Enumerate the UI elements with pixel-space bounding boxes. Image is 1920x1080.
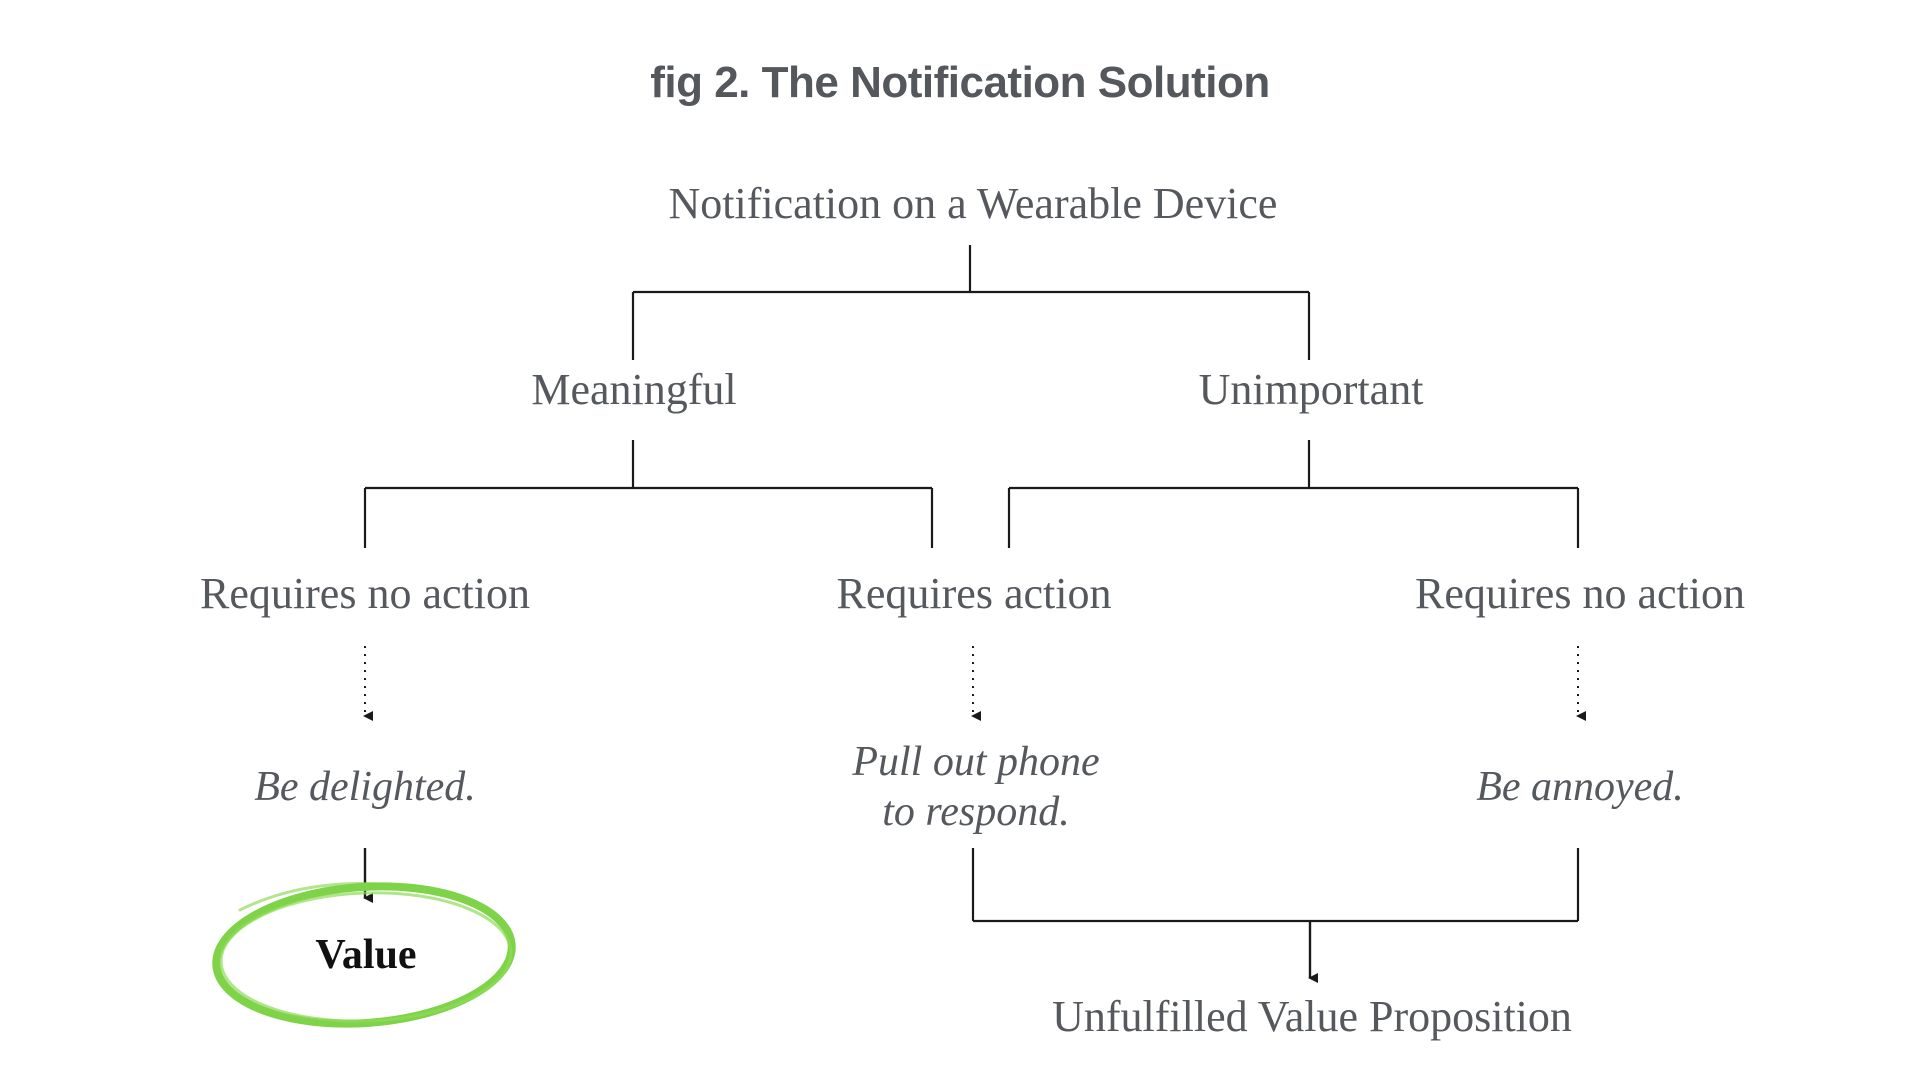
root-node: Notification on a Wearable Device xyxy=(668,179,1278,228)
meaningful-no-action-node: Requires no action xyxy=(200,569,530,618)
delighted-outcome: Be delighted. xyxy=(254,764,476,810)
unimportant-node: Unimportant xyxy=(1198,365,1424,414)
meaningful-node: Meaningful xyxy=(531,365,737,414)
unfulfilled-connector xyxy=(971,848,1580,923)
figure-title: fig 2. The Notification Solution xyxy=(650,58,1270,107)
meaningful-connector xyxy=(363,440,934,548)
pull-out-line-1: Pull out phone xyxy=(852,739,1100,785)
unfulfilled-node: Unfulfilled Value Proposition xyxy=(1052,992,1572,1041)
root-connector xyxy=(631,245,1311,360)
unimportant-no-action-node: Requires no action xyxy=(1415,569,1745,618)
unimportant-connector xyxy=(1007,440,1580,548)
annoyed-outcome: Be annoyed. xyxy=(1476,764,1684,810)
value-highlight-circle xyxy=(212,882,516,1028)
pull-out-line-2: to respond. xyxy=(882,789,1070,835)
pull-out-phone-outcome: Pull out phone to respond. xyxy=(852,737,1099,837)
value-node: Value xyxy=(315,932,417,978)
requires-action-node: Requires action xyxy=(836,569,1112,618)
